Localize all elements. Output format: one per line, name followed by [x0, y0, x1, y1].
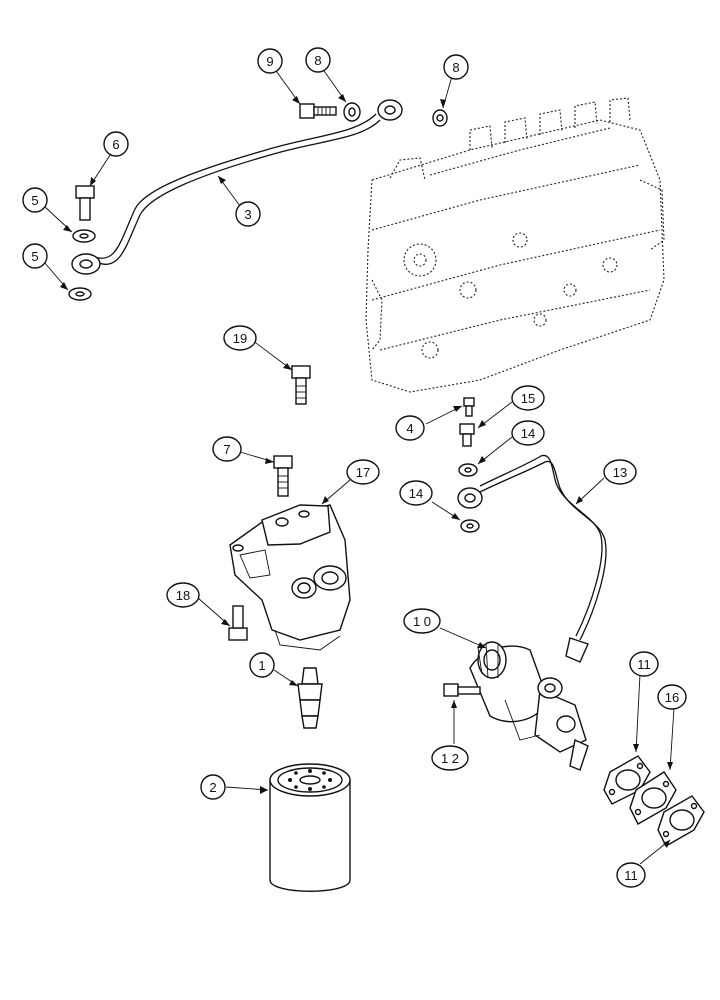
filter-element-2: [269, 763, 351, 892]
filter-head-17: [229, 504, 351, 651]
callout-18: 18: [166, 582, 200, 608]
callout-15: 15: [511, 385, 545, 411]
svg-text:5: 5: [31, 193, 38, 208]
svg-text:1 2: 1 2: [441, 751, 459, 766]
washer-8: [343, 102, 448, 127]
svg-text:1: 1: [258, 658, 265, 673]
callout-14: 14: [511, 420, 545, 446]
svg-text:8: 8: [314, 53, 321, 68]
plate-16: [629, 771, 677, 825]
bolt-7: [273, 455, 293, 497]
callout-5: 5: [22, 187, 48, 213]
bolt-19: [291, 365, 311, 405]
banjo-bolt-9: [299, 103, 337, 119]
bolt-18: [228, 605, 248, 641]
adapter-nipple-1: [297, 667, 323, 729]
callout-10: 1 0: [403, 608, 441, 634]
callout-16: 16: [657, 684, 687, 710]
svg-text:14: 14: [521, 426, 535, 441]
svg-text:6: 6: [112, 137, 119, 152]
callout-11: 11: [629, 651, 659, 677]
callout-19: 19: [223, 325, 257, 351]
callout-2: 2: [200, 774, 226, 800]
callout-6: 6: [103, 131, 129, 157]
svg-text:7: 7: [223, 442, 230, 457]
callout-12: 1 2: [431, 745, 469, 771]
svg-text:3: 3: [244, 207, 251, 222]
svg-text:2: 2: [209, 780, 216, 795]
callout-9: 9: [257, 48, 283, 74]
fuel-pipe-13: [457, 454, 607, 663]
leader-lines: [43, 67, 675, 865]
lift-pump-10: [469, 641, 589, 771]
svg-text:9: 9: [266, 54, 273, 69]
callout-4: 4: [395, 415, 425, 441]
callout-17: 17: [346, 459, 380, 485]
callout-1: 1: [249, 652, 275, 678]
callout-3: 3: [235, 201, 261, 227]
washers-5: [68, 229, 96, 301]
svg-text:1 0: 1 0: [413, 614, 431, 629]
svg-text:15: 15: [521, 391, 535, 406]
svg-text:14: 14: [409, 486, 423, 501]
injection-pump: [365, 97, 665, 393]
callout-11: 11: [616, 862, 646, 888]
bolt-6: [75, 185, 95, 221]
svg-text:5: 5: [31, 249, 38, 264]
washers-14: [458, 463, 480, 533]
svg-text:17: 17: [356, 465, 370, 480]
callout-7: 7: [212, 436, 242, 462]
callout-8: 8: [305, 47, 331, 73]
callout-8: 8: [443, 54, 469, 80]
banjo-bolt-15: [459, 423, 475, 447]
svg-text:19: 19: [233, 331, 247, 346]
screw-4: [463, 397, 475, 417]
svg-text:11: 11: [624, 868, 638, 883]
svg-text:16: 16: [665, 690, 679, 705]
svg-text:11: 11: [637, 657, 651, 672]
svg-text:8: 8: [452, 60, 459, 75]
callout-14: 14: [399, 480, 433, 506]
svg-text:18: 18: [176, 588, 190, 603]
svg-text:13: 13: [613, 465, 627, 480]
gasket-11-lower: [657, 795, 705, 847]
callout-13: 13: [603, 459, 637, 485]
bolt-12: [443, 683, 481, 697]
svg-text:4: 4: [406, 421, 413, 436]
fuel-pipe-3: [71, 99, 403, 275]
callout-5: 5: [22, 243, 48, 269]
